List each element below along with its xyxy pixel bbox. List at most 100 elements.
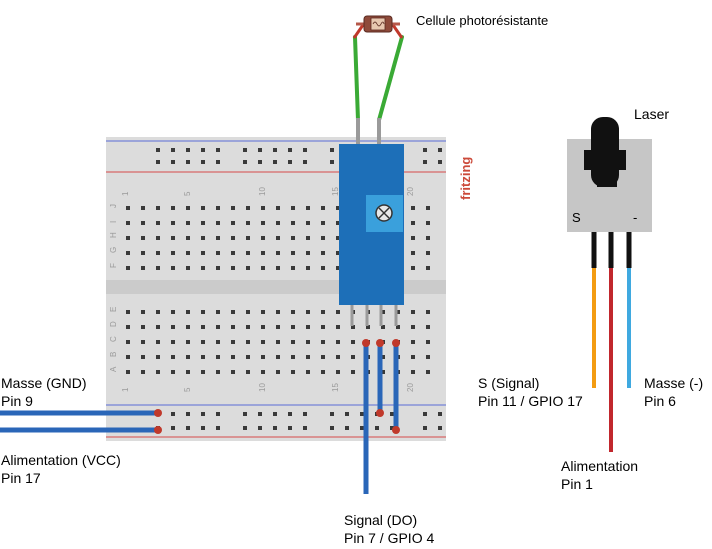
breadboard-hole xyxy=(231,340,235,344)
breadboard-hole xyxy=(336,340,340,344)
breadboard-hole xyxy=(156,221,160,225)
rail-hole xyxy=(330,148,334,152)
col-num-top-5: 5 xyxy=(183,191,192,196)
breadboard-hole xyxy=(426,206,430,210)
rail-hole xyxy=(216,160,220,164)
breadboard-hole xyxy=(246,370,250,374)
breadboard-hole xyxy=(171,370,175,374)
breadboard-hole xyxy=(141,266,145,270)
rail-hole xyxy=(273,148,277,152)
breadboard-hole xyxy=(216,355,220,359)
breadboard-hole xyxy=(336,221,340,225)
breadboard-hole xyxy=(426,310,430,314)
breadboard-hole xyxy=(351,325,355,329)
rail-hole xyxy=(171,160,175,164)
laser-power-label-line1: Alimentation xyxy=(561,458,639,474)
breadboard-hole xyxy=(171,340,175,344)
breadboard-hole xyxy=(351,340,355,344)
breadboard-hole xyxy=(351,355,355,359)
breadboard-hole xyxy=(156,206,160,210)
rail-hole xyxy=(288,426,292,430)
breadboard-hole xyxy=(246,355,250,359)
breadboard-holes xyxy=(126,148,442,430)
breadboard-hole xyxy=(156,325,160,329)
photoresistor-label: Cellule photorésistante xyxy=(416,13,549,28)
breadboard-hole xyxy=(231,370,235,374)
breadboard-hole xyxy=(291,310,295,314)
breadboard-hole xyxy=(246,340,250,344)
breadboard-hole xyxy=(186,266,190,270)
row-letter-a: A xyxy=(109,366,118,372)
breadboard-hole xyxy=(276,325,280,329)
breadboard-hole xyxy=(426,221,430,225)
breadboard-hole xyxy=(246,206,250,210)
laser-pin-s-label: S xyxy=(572,210,581,225)
breadboard-hole xyxy=(216,325,220,329)
breadboard-hole xyxy=(306,370,310,374)
rail-hole xyxy=(171,412,175,416)
breadboard-hole xyxy=(141,236,145,240)
breadboard-hole xyxy=(216,266,220,270)
breadboard-hole xyxy=(246,325,250,329)
rail-hole xyxy=(345,412,349,416)
col-num-bottom-10: 10 xyxy=(258,383,267,392)
breadboard-hole xyxy=(126,266,130,270)
breadboard-hole xyxy=(216,310,220,314)
breadboard-hole xyxy=(306,266,310,270)
breadboard-hole xyxy=(321,251,325,255)
breadboard-hole xyxy=(381,355,385,359)
breadboard-hole xyxy=(276,266,280,270)
breadboard-hole xyxy=(156,251,160,255)
rail-hole xyxy=(171,148,175,152)
breadboard-hole xyxy=(186,325,190,329)
breadboard-hole xyxy=(336,266,340,270)
module-vcc-jumper-bottom xyxy=(392,426,400,434)
module-gnd-jumper-bottom xyxy=(376,409,384,417)
breadboard-hole xyxy=(291,251,295,255)
breadboard-hole xyxy=(321,266,325,270)
breadboard-hole xyxy=(276,370,280,374)
breadboard-hole xyxy=(201,251,205,255)
rail-hole xyxy=(201,148,205,152)
col-num-top-10: 10 xyxy=(258,187,267,196)
breadboard-hole xyxy=(126,236,130,240)
gnd-label-line1: Masse (GND) xyxy=(1,375,87,391)
breadboard-hole xyxy=(201,221,205,225)
rail-hole xyxy=(360,426,364,430)
laser-gnd-label-line2: Pin 6 xyxy=(644,393,676,409)
breadboard-hole xyxy=(246,266,250,270)
rail-hole xyxy=(186,426,190,430)
breadboard-hole xyxy=(411,370,415,374)
breadboard-hole xyxy=(291,325,295,329)
breadboard-hole xyxy=(141,310,145,314)
breadboard-hole xyxy=(276,340,280,344)
col-num-bottom-5: 5 xyxy=(183,387,192,392)
col-num-top-15: 15 xyxy=(331,187,340,196)
col-num-bottom-15: 15 xyxy=(331,383,340,392)
breadboard-hole xyxy=(396,325,400,329)
breadboard-hole xyxy=(291,206,295,210)
laser-signal-label-line2: Pin 11 / GPIO 17 xyxy=(478,393,583,409)
breadboard-hole xyxy=(306,236,310,240)
rail-hole xyxy=(360,412,364,416)
breadboard-hole xyxy=(321,355,325,359)
breadboard-hole xyxy=(426,355,430,359)
rail-hole xyxy=(303,426,307,430)
module-vcc-jumper-top xyxy=(392,339,400,347)
rail-hole xyxy=(201,160,205,164)
breadboard-hole xyxy=(321,340,325,344)
breadboard-hole xyxy=(141,355,145,359)
breadboard-hole xyxy=(201,325,205,329)
breadboard-hole xyxy=(306,340,310,344)
breadboard-hole xyxy=(411,221,415,225)
breadboard-hole xyxy=(276,206,280,210)
laser-power-label-line2: Pin 1 xyxy=(561,476,593,492)
do-wire-top xyxy=(362,339,370,347)
rail-hole xyxy=(186,412,190,416)
col-num-top-1: 1 xyxy=(121,191,130,196)
breadboard-hole xyxy=(126,221,130,225)
rail-hole xyxy=(288,160,292,164)
breadboard-hole xyxy=(171,325,175,329)
breadboard-hole xyxy=(321,310,325,314)
rail-hole xyxy=(423,160,427,164)
